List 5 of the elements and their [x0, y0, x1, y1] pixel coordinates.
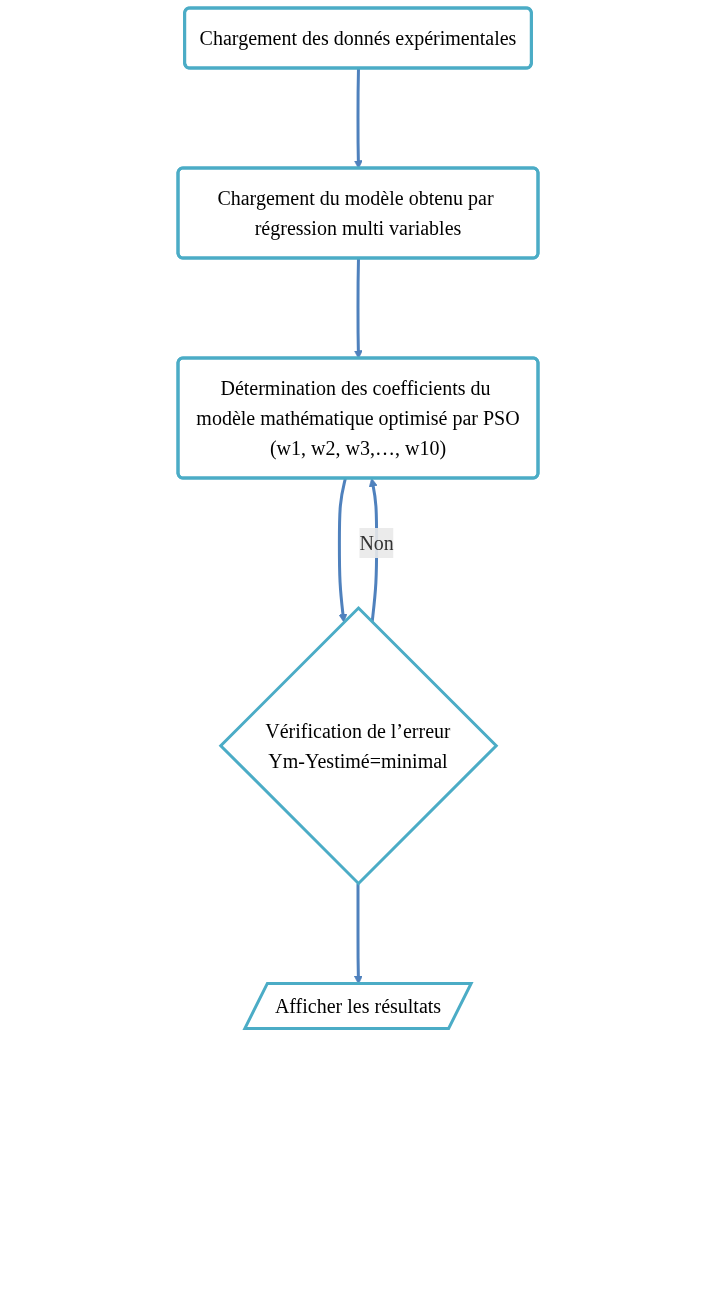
arrow [337, 478, 347, 623]
edge-label: Non [358, 532, 394, 554]
node-diamond: Vérification de l’erreur Ym-Yestimé=minimal [218, 605, 498, 886]
arrow [353, 258, 363, 359]
arrow [353, 68, 363, 169]
